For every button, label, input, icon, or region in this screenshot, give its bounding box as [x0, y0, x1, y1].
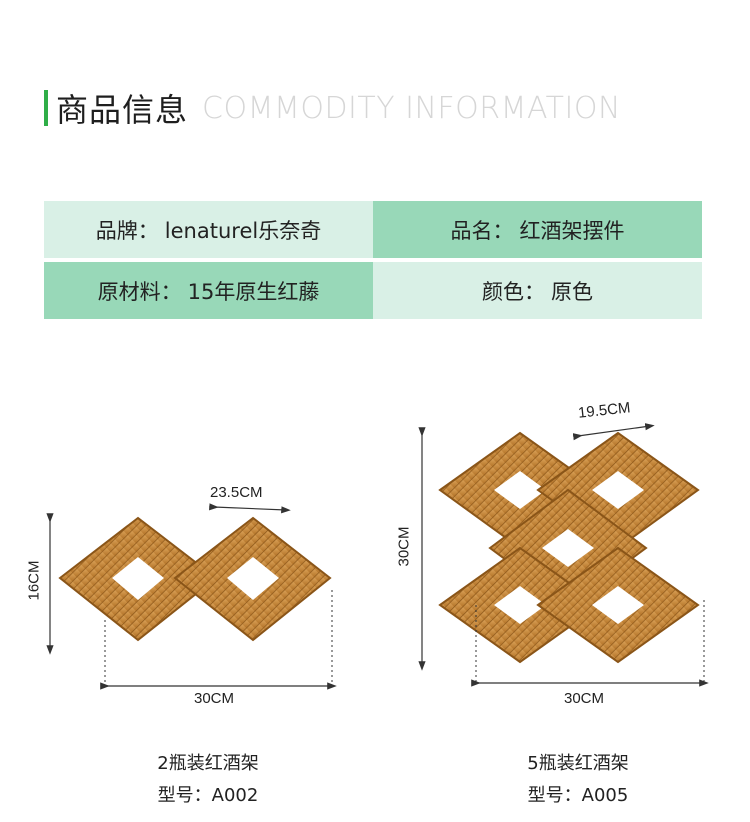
product-model: 型号：A005: [527, 785, 629, 806]
info-cell-color: 颜色： 原色: [373, 262, 702, 319]
product-caption-2: 5瓶装红酒架 型号：A005: [478, 748, 678, 812]
wine-rack-2-dimensions: [46, 503, 337, 690]
wine-rack-5-bottle-image: [438, 431, 700, 664]
info-key: 品名：: [450, 218, 514, 243]
dim-height-label-2: 30CM: [395, 526, 413, 567]
info-key: 品牌：: [95, 218, 159, 243]
info-key: 原材料：: [97, 279, 182, 304]
wine-rack-2-bottle-image: [58, 516, 332, 642]
dim-width-label-1: 30CM: [194, 690, 235, 707]
wine-rack-5-dimensions: [418, 423, 709, 687]
dim-height-label-1: 16CM: [25, 560, 43, 601]
info-key: 颜色：: [482, 279, 545, 304]
dim-depth-label-1: 23.5CM: [210, 484, 263, 501]
product-model: 型号：A002: [157, 785, 259, 806]
info-value: 红酒架摆件: [519, 218, 625, 243]
info-value: 15年原生红藤: [187, 279, 320, 304]
info-cell-brand: 品牌： lenaturel乐奈奇: [44, 201, 373, 258]
header-accent-bar: [44, 90, 48, 126]
header-title-zh: 商品信息: [56, 91, 189, 129]
product-caption-1: 2瓶装红酒架 型号：A002: [108, 748, 308, 812]
info-value: 原色: [551, 279, 593, 304]
dim-width-label-2: 30CM: [564, 690, 605, 707]
header-title-en: COMMODITY INFORMATION: [202, 90, 621, 126]
product-name: 5瓶装红酒架: [527, 753, 629, 774]
product-name: 2瓶装红酒架: [157, 753, 259, 774]
info-table: 品牌： lenaturel乐奈奇 品名： 红酒架摆件 原材料： 15年原生红藤 …: [44, 201, 702, 319]
info-cell-product-name: 品名： 红酒架摆件: [373, 201, 702, 258]
info-cell-material: 原材料： 15年原生红藤: [44, 262, 373, 319]
info-value: lenaturel乐奈奇: [164, 218, 322, 243]
section-header: 商品信息 COMMODITY INFORMATION: [44, 88, 621, 129]
